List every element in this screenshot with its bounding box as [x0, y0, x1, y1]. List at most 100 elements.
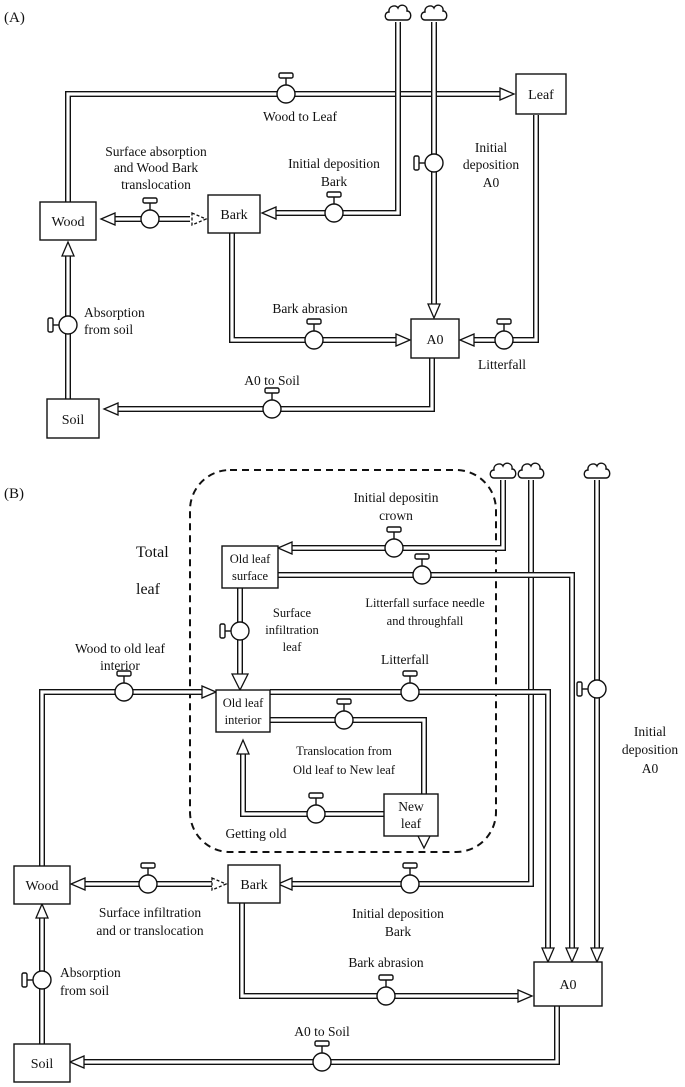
label-absorption-from-soil: Absorption	[84, 305, 145, 320]
valve-icon	[306, 792, 326, 824]
stock-wood-label: Wood	[25, 879, 58, 894]
stock-a0: A0	[410, 318, 460, 359]
label-initial-deposition-bark-2: Bark	[385, 924, 411, 939]
stock-a0: A0	[533, 961, 603, 1007]
stock-old-leaf-surface-label-2: surface	[232, 569, 269, 583]
valve-icon	[219, 621, 250, 641]
label-bark-abrasion: Bark abrasion	[348, 955, 424, 970]
valve-icon	[140, 197, 160, 229]
label-initial-deposition-a0: Initial	[475, 140, 507, 155]
label-getting-old: Getting old	[225, 826, 286, 841]
label-bark-abrasion: Bark abrasion	[272, 301, 348, 316]
panel-b-label: (B)	[4, 486, 24, 502]
stock-leaf-label: Leaf	[528, 88, 554, 103]
valve-icon	[304, 318, 324, 350]
panel-a: (A)	[4, 4, 567, 439]
label-initial-depositin-crown: Initial depositin	[353, 490, 438, 505]
stock-wood: Wood	[13, 865, 71, 905]
stock-bark: Bark	[227, 864, 281, 904]
valve-icon	[324, 191, 344, 223]
total-leaf-label-2: leaf	[136, 581, 161, 598]
label-translocation: Translocation from	[296, 744, 392, 758]
label-wood-to-leaf: Wood to Leaf	[263, 109, 337, 124]
label-a0-to-soil: A0 to Soil	[294, 1024, 350, 1039]
total-leaf-label: Total	[136, 544, 169, 561]
flow-labels-a: Wood to Leaf Surface absorption and Wood…	[84, 109, 526, 388]
panel-a-label: (A)	[4, 10, 25, 26]
valve-icon	[312, 1040, 332, 1072]
valve-icon	[384, 526, 404, 558]
stock-soil: Soil	[46, 398, 100, 439]
valve-icon	[412, 553, 432, 585]
stock-old-leaf-interior: Old leaf interior	[215, 689, 271, 733]
label-initial-depositin-crown-2: crown	[379, 508, 413, 523]
label-initial-deposition-bark: Initial deposition	[288, 156, 380, 171]
label-surface-absorption: Surface absorption	[105, 144, 207, 159]
label-litterfall: Litterfall	[381, 652, 429, 667]
valve-icon	[494, 318, 514, 350]
cloud-icon	[583, 462, 611, 479]
valve-icon	[334, 698, 354, 730]
stock-new-leaf: New leaf	[383, 793, 439, 837]
label-absorption-from-soil-2: from soil	[84, 322, 133, 337]
valve-icon	[114, 670, 134, 702]
label-litterfall: Litterfall	[478, 357, 526, 372]
label-absorption-from-soil: Absorption	[60, 965, 121, 980]
cloud-icon	[384, 4, 412, 21]
valve-icon	[47, 315, 78, 335]
stock-soil: Soil	[13, 1043, 71, 1083]
cloud-icon	[517, 462, 545, 479]
label-surface-infiltration-leaf-3: leaf	[283, 640, 303, 654]
stock-old-leaf-interior-label: Old leaf	[223, 696, 264, 710]
stock-wood-label: Wood	[51, 215, 84, 230]
valve-icon	[21, 970, 52, 990]
label-a0-to-soil: A0 to Soil	[244, 373, 300, 388]
valve-icon	[576, 679, 607, 699]
label-litterfall-surface-2: and throughfall	[387, 614, 464, 628]
valves-a	[47, 72, 514, 419]
stock-a0-label: A0	[559, 978, 576, 993]
stock-soil-label: Soil	[31, 1057, 54, 1072]
label-surface-infiltration: Surface infiltration	[99, 905, 202, 920]
arrowheads-a	[61, 87, 516, 416]
stock-bark-label: Bark	[220, 208, 247, 223]
stock-bark: Bark	[207, 194, 261, 234]
valve-icon	[400, 862, 420, 894]
label-initial-deposition-a0-2: deposition	[622, 742, 678, 757]
label-initial-deposition-a0-3: A0	[642, 761, 659, 776]
cloud-icon	[489, 462, 517, 479]
label-wood-to-old-leaf: Wood to old leaf	[75, 641, 166, 656]
valve-icon	[413, 153, 444, 173]
valve-icon	[400, 670, 420, 702]
label-absorption-from-soil-2: from soil	[60, 983, 109, 998]
label-surface-infiltration-leaf-2: infiltration	[265, 623, 319, 637]
pipes-b	[39, 480, 600, 1065]
label-translocation-2: Old leaf to New leaf	[293, 763, 396, 777]
total-leaf-region	[189, 469, 497, 853]
pipes-a	[65, 22, 539, 412]
label-surface-infiltration-leaf: Surface	[273, 606, 312, 620]
flow-labels-b: Initial depositin crown Litterfall surfa…	[60, 490, 678, 1039]
stock-bark-label: Bark	[240, 878, 267, 893]
label-surface-absorption-2: and Wood Bark	[114, 160, 198, 175]
label-surface-absorption-3: translocation	[121, 177, 191, 192]
label-initial-deposition-bark: Initial deposition	[352, 906, 444, 921]
valve-icon	[262, 387, 282, 419]
label-litterfall-surface: Litterfall surface needle	[365, 596, 485, 610]
stock-wood: Wood	[39, 201, 97, 241]
panel-b: (B) Total leaf	[4, 462, 678, 1083]
stock-old-leaf-surface: Old leaf surface	[221, 545, 279, 589]
stock-new-leaf-label: New	[398, 799, 424, 814]
label-initial-deposition-bark-2: Bark	[321, 174, 347, 189]
label-initial-deposition-a0-3: A0	[483, 175, 500, 190]
valve-icon	[376, 974, 396, 1006]
stock-old-leaf-surface-label: Old leaf	[230, 552, 271, 566]
stock-leaf: Leaf	[515, 73, 567, 115]
valve-icon	[276, 72, 296, 104]
valves-b	[21, 526, 607, 1072]
label-initial-deposition-a0: Initial	[634, 724, 666, 739]
stock-soil-label: Soil	[62, 413, 85, 428]
stock-old-leaf-interior-label-2: interior	[225, 713, 263, 727]
